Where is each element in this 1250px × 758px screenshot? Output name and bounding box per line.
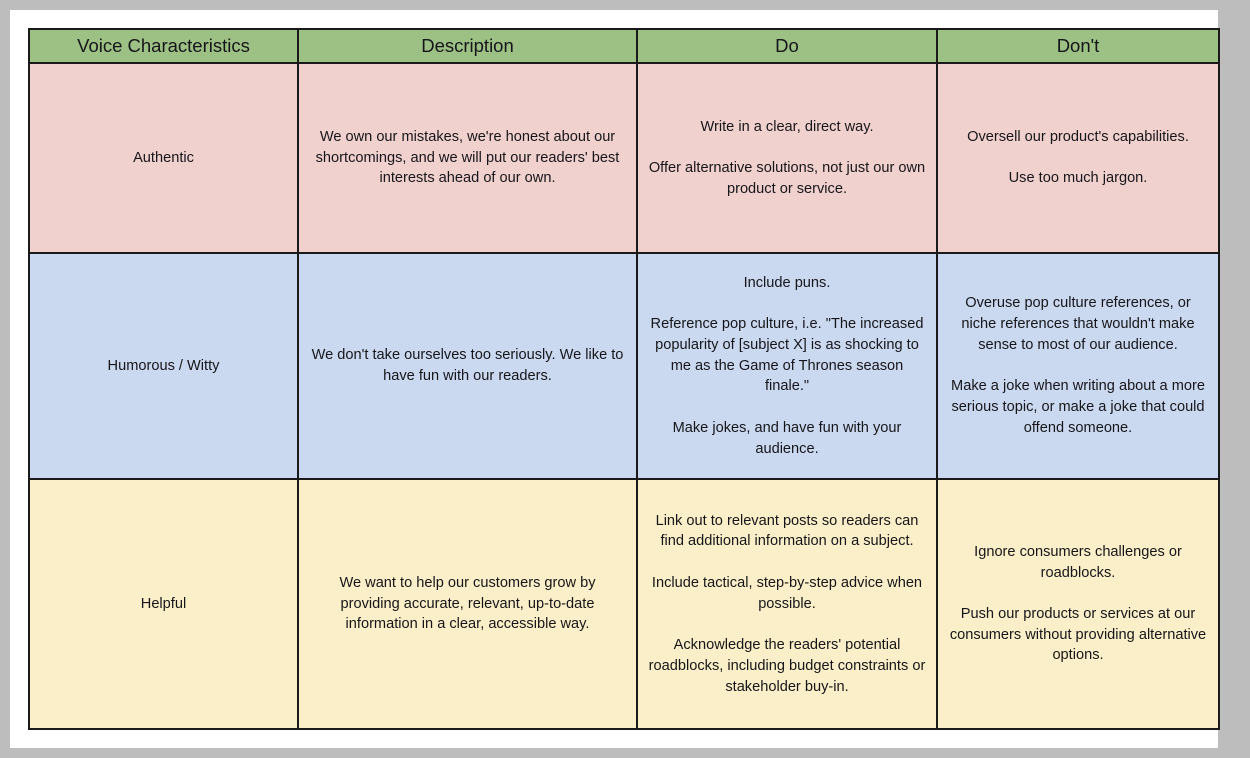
cell-description: We want to help our customers grow by pr… — [297, 478, 638, 730]
table-row: Humorous / Witty We don't take ourselves… — [28, 252, 1220, 480]
cell-paragraph: Write in a clear, direct way. — [700, 118, 874, 135]
cell-description: We own our mistakes, we're honest about … — [297, 62, 638, 254]
column-header-description: Description — [297, 28, 638, 64]
voice-characteristics-table: Voice Characteristics Description Do Don… — [28, 28, 1220, 730]
cell-paragraph: Acknowledge the readers' potential roadb… — [648, 637, 926, 695]
table-header: Voice Characteristics Description Do Don… — [28, 28, 1220, 64]
table-body: Authentic We own our mistakes, we're hon… — [28, 62, 1220, 730]
cell-paragraph: Link out to relevant posts so readers ca… — [655, 512, 919, 550]
table-row: Helpful We want to help our customers gr… — [28, 478, 1220, 730]
document-canvas: Voice Characteristics Description Do Don… — [10, 10, 1220, 748]
cell-voice-name: Authentic — [28, 62, 299, 254]
cell-dont: Oversell our product's capabilities. Use … — [936, 62, 1220, 254]
cell-voice-name: Helpful — [28, 478, 299, 730]
cell-paragraph: Make jokes, and have fun with your audie… — [672, 419, 902, 457]
cell-paragraph: We want to help our customers grow by pr… — [339, 574, 596, 633]
cell-paragraph: Include puns. — [743, 274, 831, 291]
column-header-voice-characteristics: Voice Characteristics — [28, 28, 299, 64]
cell-paragraph: Reference pop culture, i.e. "The increas… — [650, 316, 924, 395]
cell-paragraph: Offer alternative solutions, not just ou… — [648, 160, 926, 197]
cell-paragraph: Overuse pop culture references, or niche… — [961, 295, 1195, 353]
cell-paragraph: Push our products or services at our con… — [949, 606, 1207, 664]
table-row: Authentic We own our mistakes, we're hon… — [28, 62, 1220, 254]
cell-do: Include puns. Reference pop culture, i.e.… — [636, 252, 938, 480]
cell-voice-name: Humorous / Witty — [28, 252, 299, 480]
cell-do: Link out to relevant posts so readers ca… — [636, 478, 938, 730]
cell-paragraph: Include tactical, step-by-step advice wh… — [651, 574, 923, 612]
column-header-do: Do — [636, 28, 938, 64]
cell-paragraph: Make a joke when writing about a more se… — [951, 378, 1205, 436]
cell-dont: Overuse pop culture references, or niche… — [936, 252, 1220, 480]
cell-description: We don't take ourselves too seriously. W… — [297, 252, 638, 480]
cell-paragraph: Ignore consumers challenges or roadblock… — [974, 543, 1182, 581]
cell-paragraph: Use too much jargon. — [1008, 170, 1148, 187]
cell-paragraph: We don't take ourselves too seriously. W… — [311, 347, 624, 384]
cell-do: Write in a clear, direct way. Offer alter… — [636, 62, 938, 254]
cell-dont: Ignore consumers challenges or roadblock… — [936, 478, 1220, 730]
column-header-dont: Don't — [936, 28, 1220, 64]
table-header-row: Voice Characteristics Description Do Don… — [28, 28, 1220, 64]
cell-paragraph: We own our mistakes, we're honest about … — [315, 128, 620, 187]
cell-paragraph: Oversell our product's capabilities. — [967, 128, 1189, 145]
